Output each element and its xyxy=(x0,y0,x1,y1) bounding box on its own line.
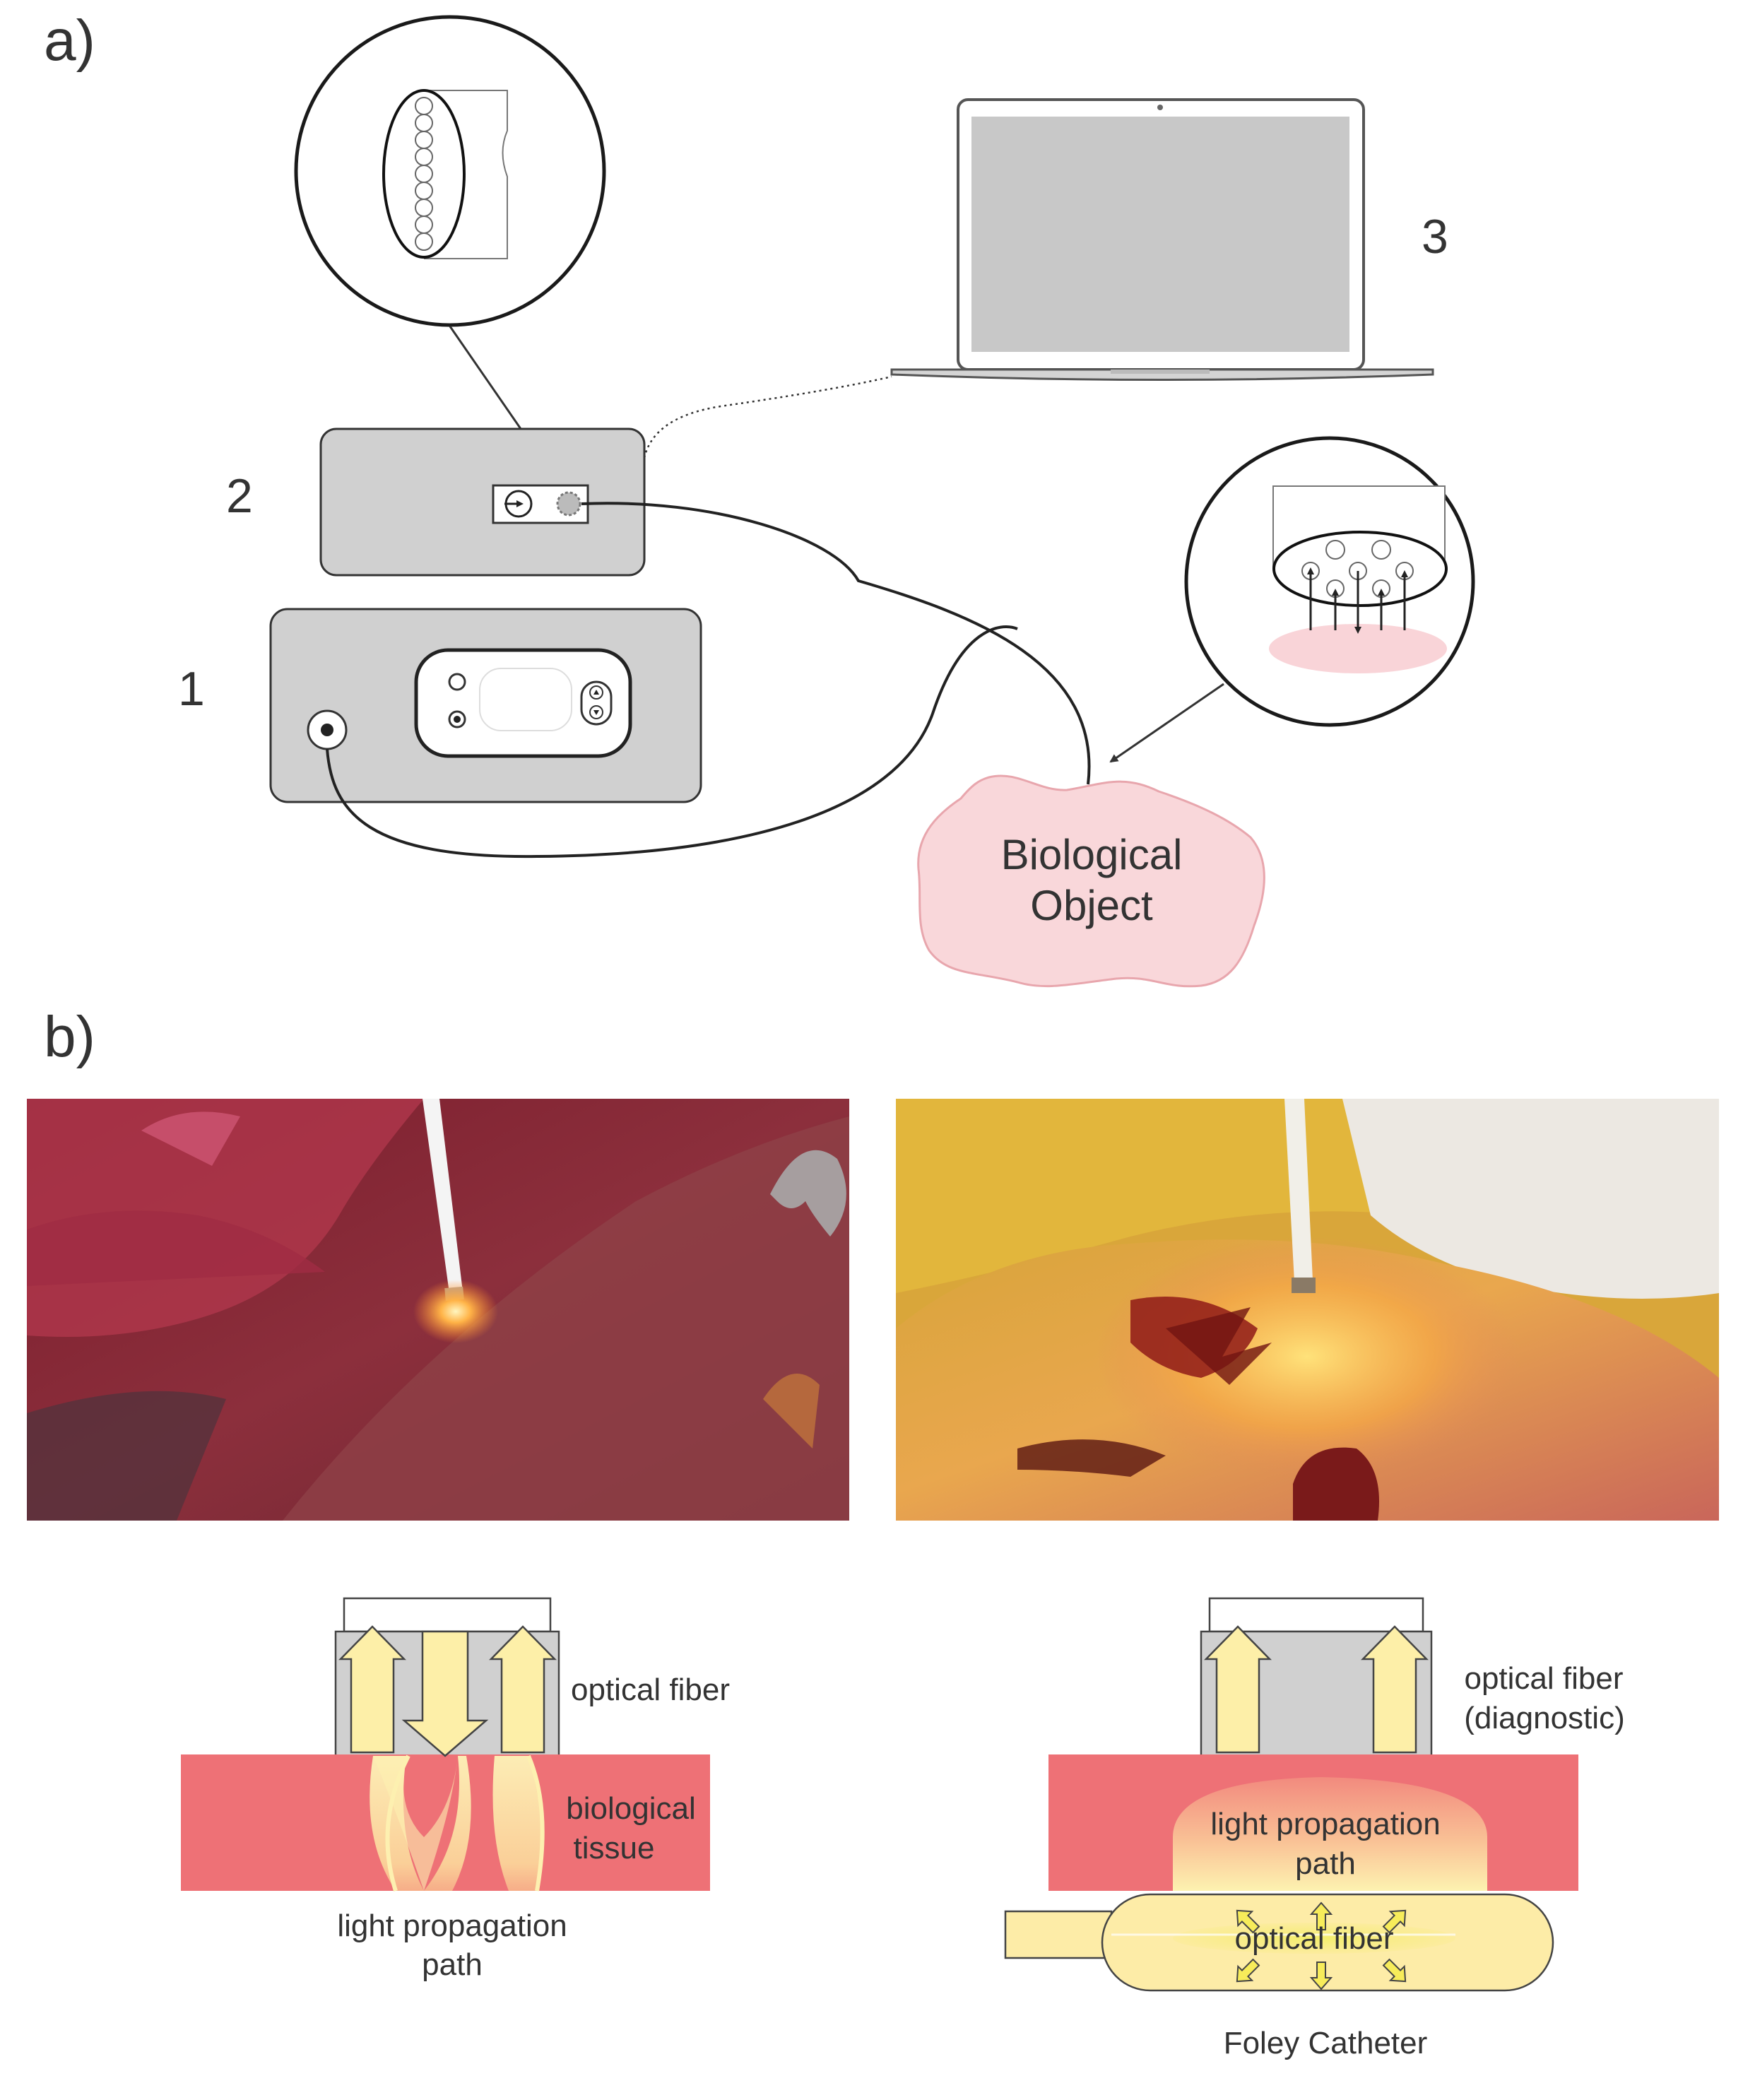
right-optical-fiber-label-line2: (diagnostic) xyxy=(1464,1701,1624,1735)
upward-arrow-left xyxy=(338,1625,406,1754)
photo-right-tissue-fiber xyxy=(896,1099,1719,1521)
inner-optical-fiber-label: optical fiber xyxy=(1234,1921,1393,1956)
left-path-label-line1: light propagation xyxy=(337,1909,567,1943)
right-upward-arrow-1 xyxy=(1204,1625,1272,1754)
left-optical-fiber-label: optical fiber xyxy=(571,1673,730,1707)
left-path-label-line2: path xyxy=(422,1947,483,1982)
cable-from-device-2 xyxy=(581,502,1091,785)
biological-object-shape xyxy=(917,774,1265,988)
photo-left-liver-fiber xyxy=(27,1099,849,1521)
foley-catheter-label: Foley Catheter xyxy=(1224,2026,1428,2060)
fiber-port-icon xyxy=(556,491,581,517)
panel-b-label: b) xyxy=(44,1005,95,1069)
laptop-illustration xyxy=(890,98,1434,381)
zoom-pointer-arrow-2 xyxy=(1109,683,1224,763)
cable-from-device-1 xyxy=(326,625,1018,859)
device-2-number-label: 2 xyxy=(226,469,253,523)
fiber-bundle-zoom-circle xyxy=(294,15,606,327)
data-link-dotted xyxy=(643,375,892,459)
laptop-number-label: 3 xyxy=(1422,210,1448,264)
right-path-label-line2: path xyxy=(1295,1846,1356,1881)
downward-arrow-center xyxy=(401,1630,489,1757)
left-tissue-label-line1: biological xyxy=(566,1791,695,1826)
probe-tissue-zoom-circle xyxy=(1184,436,1475,727)
biological-object-label-line1: Biological xyxy=(1001,831,1183,878)
device-1-number-label: 1 xyxy=(178,662,205,716)
left-tissue-label-line2: tissue xyxy=(574,1831,655,1865)
schematic-left xyxy=(181,1597,710,1892)
panel-a-label: a) xyxy=(44,8,95,73)
schematic-right xyxy=(1004,1597,1578,1992)
upward-arrow-right xyxy=(489,1625,557,1754)
right-optical-fiber-label-line1: optical fiber xyxy=(1464,1661,1623,1696)
biological-object-label-line2: Object xyxy=(1030,882,1153,929)
device-1-light-source xyxy=(269,608,702,803)
device-2-spectrometer xyxy=(319,427,646,577)
fiber-cores xyxy=(415,97,433,251)
radiating-light-arrows xyxy=(1236,1901,1407,1990)
right-path-label-line1: light propagation xyxy=(1210,1807,1440,1841)
right-upward-arrow-2 xyxy=(1361,1625,1429,1754)
